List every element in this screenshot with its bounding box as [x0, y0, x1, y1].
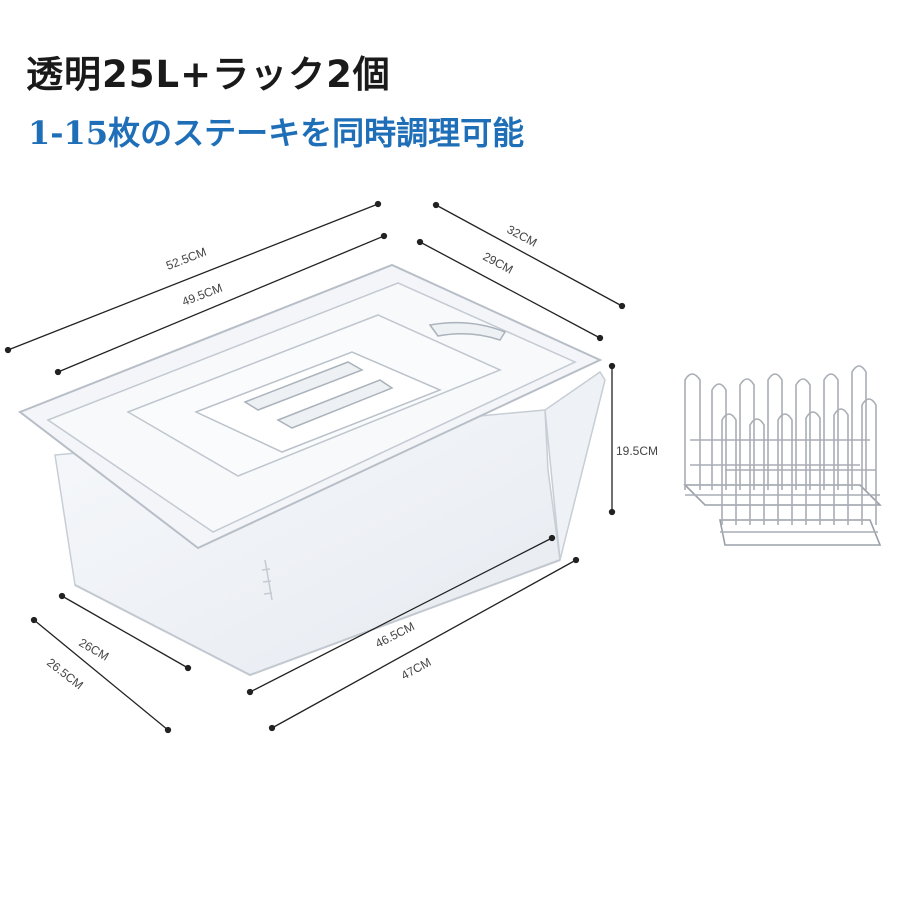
rack-image — [683, 365, 882, 546]
product-subtitle: 1-15枚のステーキを同時調理可能 — [28, 114, 525, 152]
product-title: 透明25L+ラック2個 — [26, 53, 391, 96]
dim-inner-width: 29CM — [481, 249, 516, 276]
dim-bottom-outer-length: 47CM — [399, 655, 434, 683]
dim-inner-length: 49.5CM — [180, 281, 224, 309]
dim-outer-length: 52.5CM — [164, 245, 208, 273]
dim-height: 19.5CM — [616, 444, 658, 458]
dim-bottom-outer-depth: 26.5CM — [44, 655, 86, 692]
container-image — [17, 263, 606, 677]
